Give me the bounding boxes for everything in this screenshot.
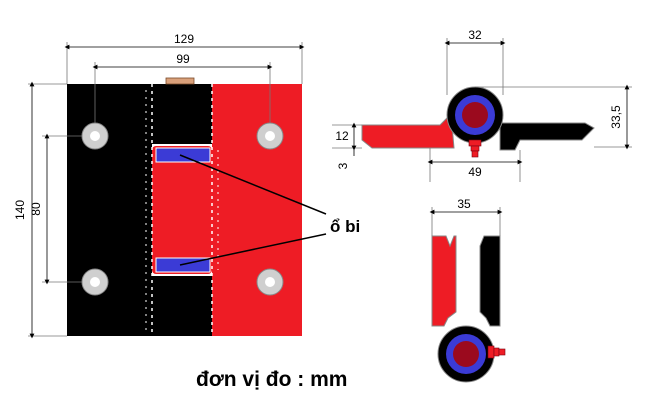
top-view-black-leaf: [499, 122, 595, 151]
callout-line-bottom: [179, 233, 327, 266]
front-view: 129 99 140 80 ổ bi: [13, 32, 360, 339]
dimension-side-width: 35: [429, 197, 503, 236]
top-grease-nipple: [468, 139, 482, 158]
dimension-hole-spacing-v: 80: [29, 133, 82, 285]
screw-hole-bottom-right: [256, 268, 284, 296]
screw-hole-top-right: [256, 122, 284, 150]
top-pin: [462, 102, 488, 128]
dim-80-label: 80: [29, 202, 43, 216]
side-view-red-leaf: [431, 235, 457, 327]
dimension-total-height: 140: [13, 81, 67, 339]
dim-33-5-label: 33,5: [609, 105, 623, 129]
dim-99-label: 99: [176, 52, 190, 66]
unit-label: đơn vị đo : mm: [196, 368, 347, 391]
upper-knuckle: [152, 84, 212, 144]
dim-129-label: 129: [174, 32, 194, 46]
callout-line-top: [179, 154, 327, 215]
top-view-red-leaf: [361, 116, 455, 149]
red-leaf: [212, 84, 302, 336]
black-leaf: [67, 84, 152, 336]
dim-3-label: 3: [336, 162, 350, 169]
side-view-black-leaf: [479, 235, 501, 327]
side-view: 35: [429, 197, 506, 383]
callout-label: ổ bi: [330, 217, 360, 236]
dimension-height: 33,5: [475, 84, 632, 150]
lower-knuckle: [152, 276, 212, 336]
screw-hole-bottom-left: [81, 268, 109, 296]
dimension-small: 3: [336, 148, 355, 169]
dim-35-label: 35: [457, 197, 471, 211]
dim-140-label: 140: [13, 200, 27, 220]
dimension-leaf-span: 49: [427, 148, 523, 182]
dim-12-label: 12: [335, 129, 349, 143]
dim-32-label: 32: [468, 28, 482, 42]
screw-hole-top-left: [81, 122, 109, 150]
top-view: 32 33,5 12 3 49: [332, 28, 632, 182]
bearing-top: [155, 147, 211, 163]
middle-knuckle: [152, 146, 212, 274]
dim-49-label: 49: [468, 165, 482, 179]
dimension-knuckle-width: 32: [444, 28, 506, 95]
dimension-leaf-thickness: 12: [332, 122, 362, 151]
side-grease-nipple: [487, 345, 506, 359]
dimension-hole-spacing-h: 99: [92, 52, 273, 123]
dimension-total-width: 129: [64, 32, 305, 84]
top-pin-cap: [165, 77, 195, 85]
side-pin: [453, 341, 479, 367]
